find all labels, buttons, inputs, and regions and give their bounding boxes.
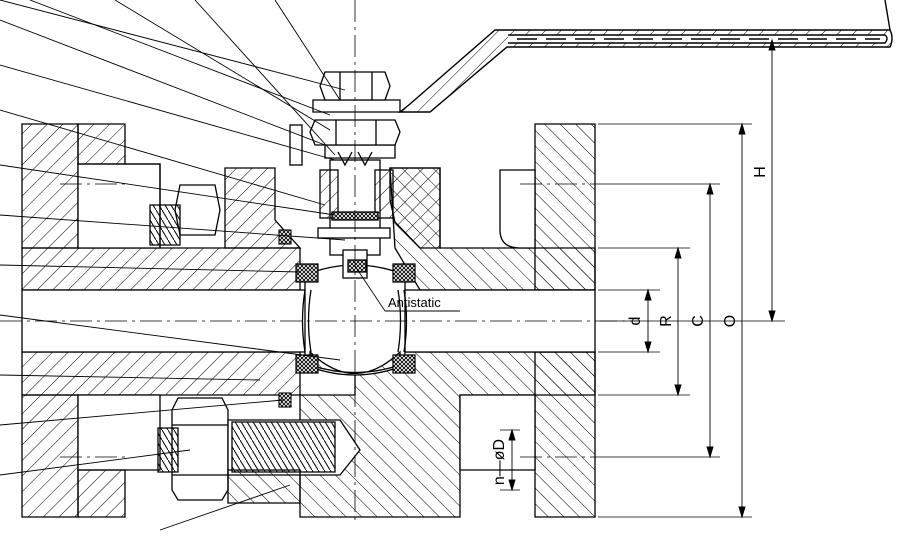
extension-lines bbox=[500, 123, 785, 518]
handle-lever bbox=[398, 0, 893, 113]
antistatic-label: Antistatic bbox=[388, 295, 441, 310]
right-body bbox=[299, 123, 596, 518]
dimension-d-label: d bbox=[627, 317, 644, 326]
dimension-O-label: O bbox=[722, 315, 739, 327]
ball-seats bbox=[295, 263, 416, 374]
body-gaskets bbox=[278, 229, 292, 408]
dimension-C-label: C bbox=[690, 315, 707, 327]
dimension-H-label: H bbox=[752, 166, 769, 178]
leader-lines bbox=[0, 0, 346, 531]
antistatic-callout: Antistatic bbox=[354, 265, 460, 312]
center-lines bbox=[0, 0, 640, 520]
upper-flange-bolt bbox=[149, 184, 221, 246]
lower-body-bolt bbox=[157, 397, 361, 501]
left-body-hub bbox=[77, 123, 161, 518]
lower-body-plug bbox=[227, 469, 301, 504]
dimension-lines bbox=[508, 38, 776, 519]
stem bbox=[317, 159, 394, 279]
dimension-R-label: R bbox=[658, 315, 675, 327]
dimension-nD-label: n—øD bbox=[491, 439, 508, 485]
